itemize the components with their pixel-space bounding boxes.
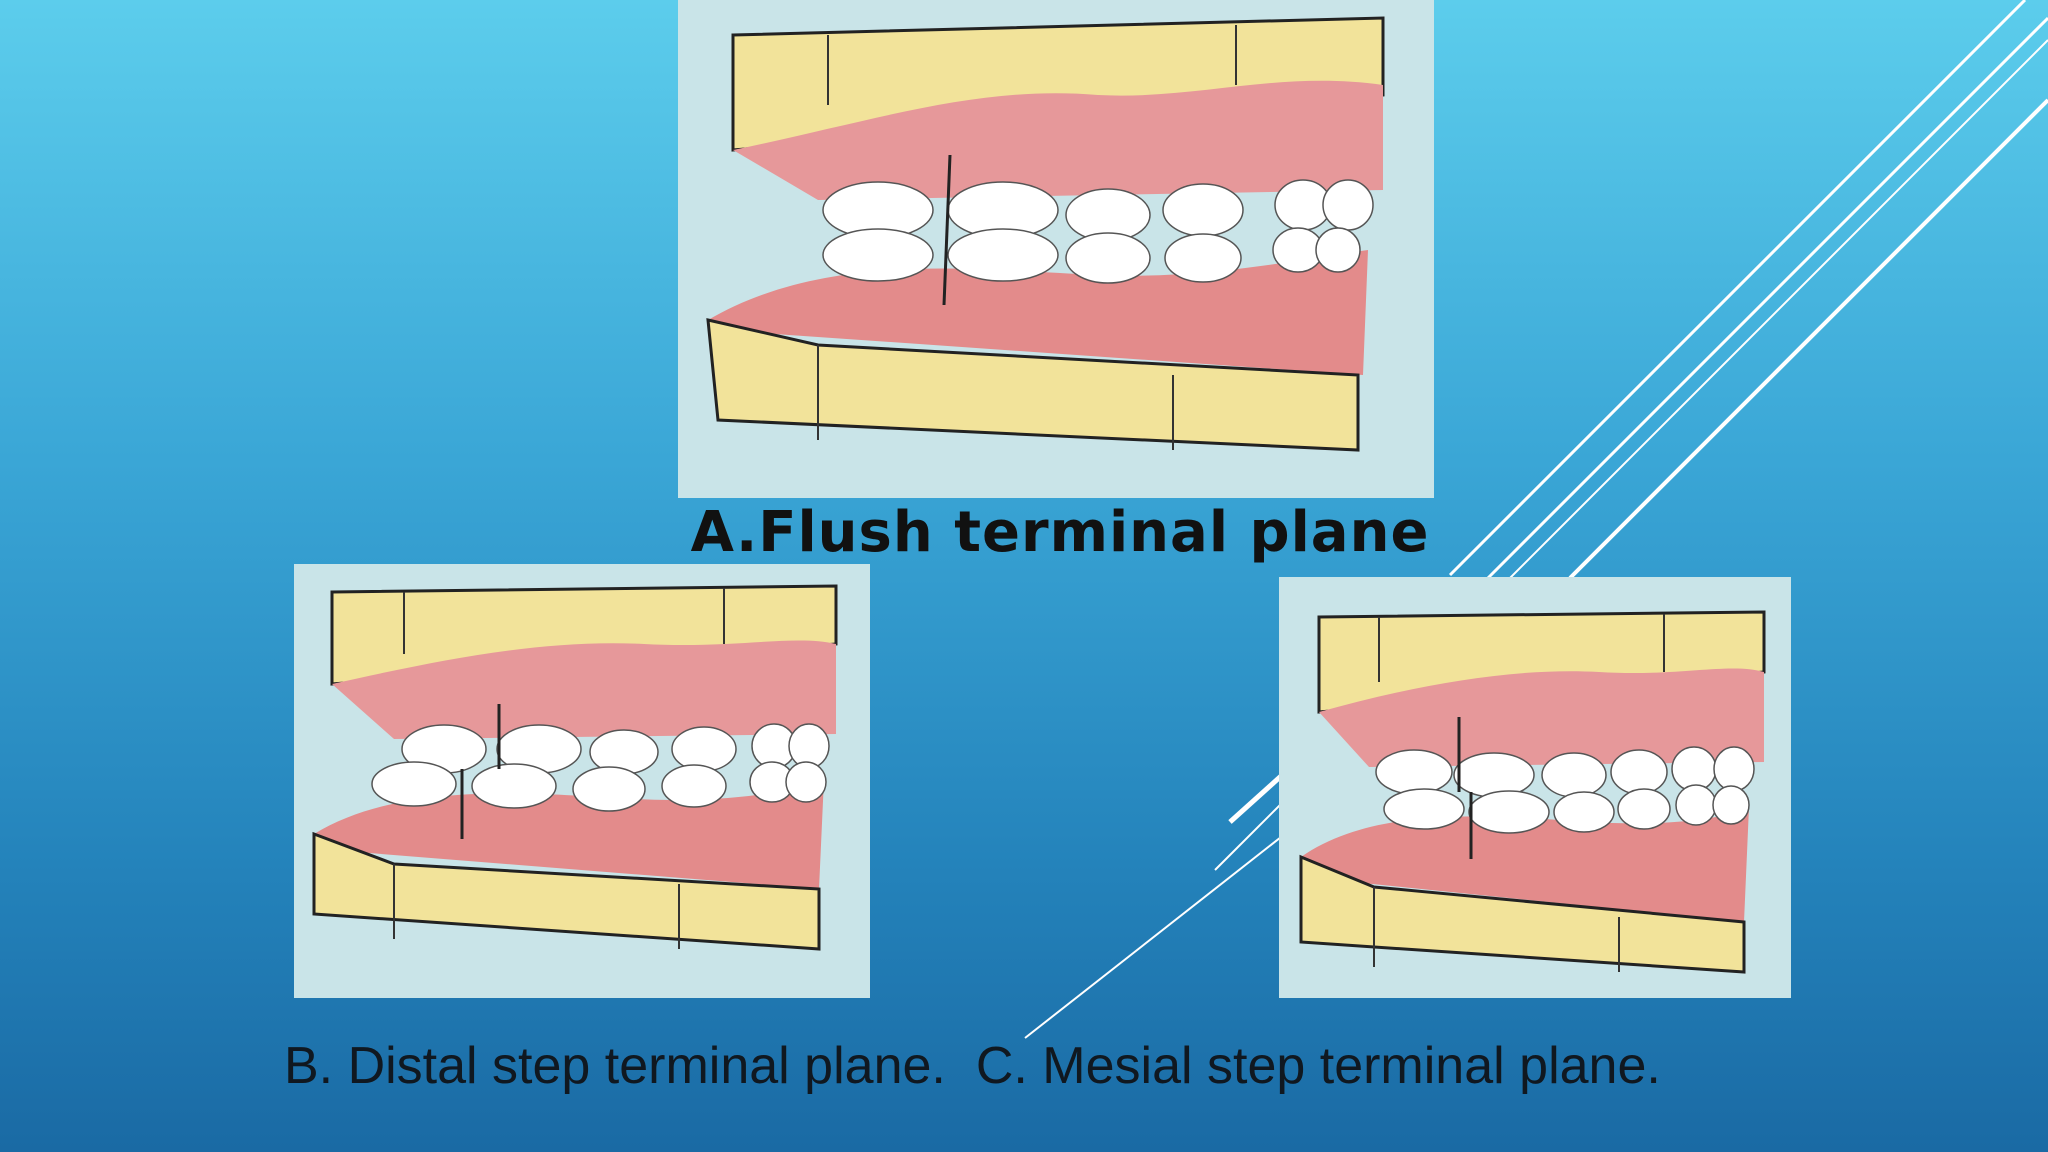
mesial-step-terminal-plane-illustration xyxy=(1279,577,1791,998)
flush-terminal-plane-illustration xyxy=(678,0,1434,498)
distal-step-terminal-plane-illustration xyxy=(294,564,870,998)
captions-b-c: B. Distal step terminal plane. C. Mesial … xyxy=(284,1036,1764,1096)
caption-distal-step-terminal-plane: B. Distal step terminal plane. xyxy=(284,1037,946,1095)
caption-flush-terminal-plane: A.Flush terminal plane xyxy=(690,500,1430,565)
caption-mesial-step-terminal-plane: C. Mesial step terminal plane. xyxy=(975,1037,1661,1095)
